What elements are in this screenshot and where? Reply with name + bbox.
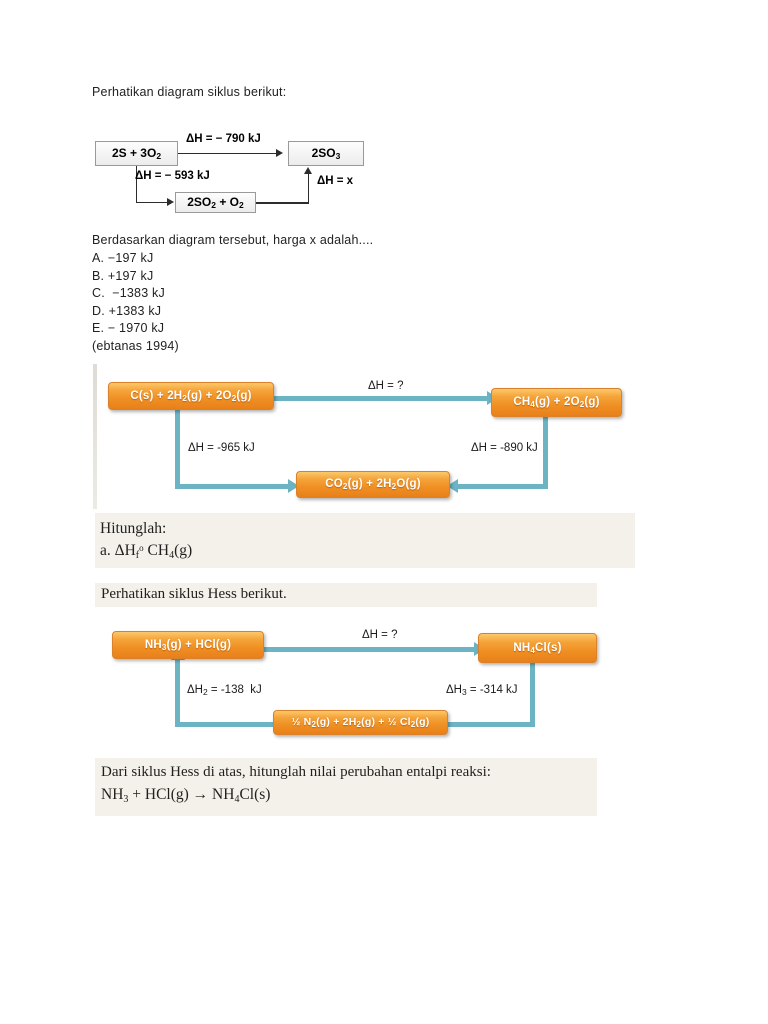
d1-label-right: ΔH = x (317, 175, 354, 187)
d1-label-left: ΔH = − 593 kJ (135, 170, 210, 182)
d3-label-right: ΔH3 = -314 kJ (446, 684, 518, 697)
d3-right-arrow-up (530, 655, 535, 725)
option-a[interactable]: A. −197 kJ (92, 251, 154, 265)
d1-top-arrow-head (276, 148, 283, 157)
option-d[interactable]: D. +1383 kJ (92, 303, 162, 318)
d1-left-arrow-head (167, 198, 174, 206)
option-e[interactable]: E. − 1970 kJ (92, 321, 165, 335)
closing-line-1: Dari siklus Hess di atas, hitunglah nila… (101, 764, 491, 780)
d3-box-product-right: NH4Cl(s) (478, 633, 597, 663)
d1-right-arrow-across (256, 202, 309, 204)
d2-left-arrow-across (175, 484, 290, 489)
d1-box-product-top: 2SO3 (288, 141, 364, 166)
closing-band: Dari siklus Hess di atas, hitunglah nila… (95, 758, 597, 816)
diagram-2-panel: C(s) + 2H2(g) + 2O2(g) CH4(g) + 2O2(g) C… (93, 364, 637, 509)
d2-right-arrow-head (447, 479, 458, 493)
d2-label-left: ΔH = -965 kJ (188, 442, 255, 454)
d3-left-arrow-across (175, 722, 280, 727)
hess-heading-band: Perhatikan siklus Hess berikut. (95, 583, 597, 607)
d2-label-right: ΔH = -890 kJ (471, 442, 538, 454)
d2-box-product-right: CH4(g) + 2O2(g) (491, 388, 622, 417)
d3-right-arrow-across (445, 722, 535, 727)
d1-right-arrow-head (303, 167, 312, 174)
d3-box-reactants: NH3(g) + HCl(g) (112, 631, 264, 659)
d2-label-top: ΔH = ? (368, 380, 404, 392)
d2-right-arrow-across (458, 484, 548, 489)
option-b[interactable]: B. +197 kJ (92, 268, 154, 283)
d3-top-arrow-line (262, 647, 475, 652)
d1-right-arrow-up (307, 174, 309, 203)
hess-heading: Perhatikan siklus Hess berikut. (101, 586, 287, 602)
d2-box-reactants: C(s) + 2H2(g) + 2O2(g) (108, 382, 274, 410)
d1-left-arrow-down (136, 166, 138, 203)
d2-left-arrow-down (175, 402, 180, 489)
closing-line-2: NH3 + HCl(g) → NH4Cl(s) (101, 786, 271, 805)
intro-text: Perhatikan diagram siklus berikut: (92, 85, 287, 99)
d1-box-reactants: 2S + 3O2 (95, 141, 178, 166)
hitunglah-item-a: a. ΔHfo CH4(g) (100, 542, 193, 561)
d1-label-top: ΔH = − 790 kJ (186, 133, 261, 145)
answer-options: A. −197 kJ B. +197 kJ C. −1383 kJ D. +13… (92, 250, 179, 355)
d1-left-arrow-across (136, 202, 168, 204)
panel-left-strip (93, 364, 97, 509)
d3-left-arrow-up (175, 657, 180, 725)
d2-right-arrow-down (543, 410, 548, 489)
hitunglah-heading: Hitunglah: (100, 520, 167, 537)
d2-top-arrow-line (269, 396, 488, 401)
d1-box-intermediate: 2SO2 + O2 (175, 192, 256, 213)
source-note: (ebtanas 1994) (92, 338, 179, 353)
d3-label-left: ΔH2 = -138 kJ (187, 684, 262, 697)
option-c[interactable]: C. −1383 kJ (92, 286, 165, 300)
hitunglah-band: Hitunglah: a. ΔHfo CH4(g) (95, 513, 635, 568)
d2-left-arrow-head (288, 479, 299, 493)
d3-box-bottom: ½ N2(g) + 2H2(g) + ½ Cl2(g) (273, 710, 448, 735)
diagram-3-panel: NH3(g) + HCl(g) NH4Cl(s) ½ N2(g) + 2H2(g… (95, 607, 597, 755)
d2-box-product-bottom: CO2(g) + 2H2O(g) (296, 471, 450, 498)
d1-top-arrow-line (178, 152, 276, 154)
question-stem: Berdasarkan diagram tersebut, harga x ad… (92, 233, 374, 247)
d3-label-top: ΔH = ? (362, 629, 398, 641)
